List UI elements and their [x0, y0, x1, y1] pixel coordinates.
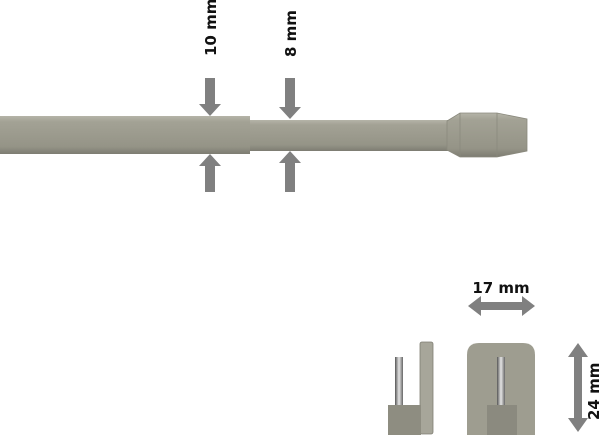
bracket-pin [497, 357, 505, 407]
dimension-8mm: 8 mm [279, 10, 301, 192]
bracket-base [388, 405, 421, 435]
rod-thick-section [0, 116, 250, 154]
bracket-pin [395, 357, 403, 407]
bracket-side-view [388, 341, 434, 435]
curtain-rod [0, 112, 528, 158]
rod-thin-section [250, 120, 448, 151]
arrow-down-icon [279, 78, 301, 119]
label-10mm: 10 mm [202, 0, 220, 56]
arrow-up-icon [279, 151, 301, 192]
bracket-front-view [467, 343, 535, 435]
double-arrow-vertical-icon [568, 343, 588, 432]
bracket-base [487, 405, 517, 435]
label-24mm: 24 mm [585, 363, 600, 420]
arrow-up-icon [199, 154, 221, 192]
dimension-10mm: 10 mm [199, 0, 221, 192]
bracket-plate [419, 341, 434, 435]
label-8mm: 8 mm [282, 10, 300, 57]
arrow-down-icon [199, 78, 221, 116]
double-arrow-horizontal-icon [468, 296, 535, 316]
dimension-24mm: 24 mm [568, 343, 600, 432]
dimension-17mm: 17 mm [468, 279, 535, 316]
label-17mm: 17 mm [472, 279, 529, 297]
rod-end-cap [446, 112, 528, 158]
